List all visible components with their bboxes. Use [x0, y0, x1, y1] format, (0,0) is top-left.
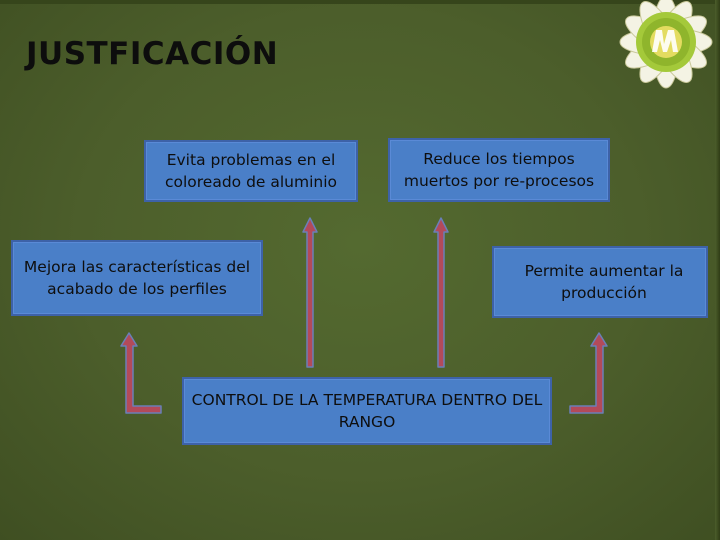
right-edge — [715, 0, 720, 540]
slide-title: JUSTFICACIÓN — [26, 36, 279, 72]
box-reduce-tiempos-text: Reduce los tiempos muertos por re-proces… — [403, 150, 595, 190]
bent-arrow-left-icon — [120, 332, 162, 414]
box-permite-aumentar-text: Permite aumentar la producción — [524, 262, 684, 302]
box-control-temperatura: CONTROL DE LA TEMPERATURA DENTRO DEL RAN… — [182, 377, 552, 445]
up-arrow-right-icon — [433, 217, 449, 368]
top-edge — [0, 0, 720, 4]
box-mejora-caracteristicas: Mejora las características del acabado d… — [11, 240, 263, 316]
box-reduce-tiempos: Reduce los tiempos muertos por re-proces… — [388, 138, 610, 202]
box-evita-problemas: Evita problemas en el coloreado de alumi… — [144, 140, 358, 202]
box-mejora-caracteristicas-text: Mejora las características del acabado d… — [23, 258, 251, 298]
bent-arrow-right-icon — [569, 332, 608, 414]
box-permite-aumentar: Permite aumentar la producción — [492, 246, 708, 318]
box-control-temperatura-text: CONTROL DE LA TEMPERATURA DENTRO DEL RAN… — [191, 391, 543, 431]
box-evita-problemas-text: Evita problemas en el coloreado de alumi… — [164, 151, 338, 191]
up-arrow-left-icon — [302, 217, 318, 368]
flower-logo-icon — [619, 0, 713, 89]
